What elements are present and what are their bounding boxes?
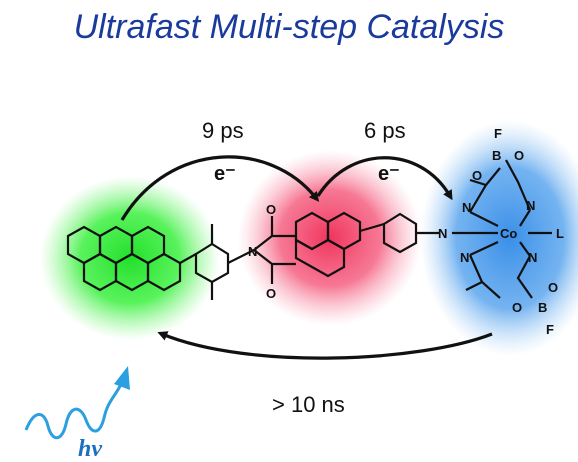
- perylene-glow: [40, 176, 220, 340]
- back-transfer-time: > 10 ns: [272, 392, 345, 417]
- oxygen-top-right: O: [514, 148, 524, 163]
- oxygen-top-left: O: [472, 168, 482, 183]
- transfer-carrier-1: e⁻: [214, 163, 236, 185]
- oxygen-bottom-right: O: [548, 280, 558, 295]
- perylene-structure: [66, 225, 197, 292]
- naphthalimide-glow: [238, 150, 422, 326]
- light-wave: [24, 381, 124, 440]
- pyridine-ring: [382, 212, 440, 254]
- transfer-time-2: 6 ps: [364, 118, 406, 143]
- light-wave-arrowhead: [114, 366, 130, 390]
- cobaloxime-nitrogen-3: N: [460, 250, 469, 265]
- excitation-label: hν: [78, 436, 102, 462]
- imide-oxygen-bottom: O: [266, 286, 276, 301]
- naphthalimide-structure: [253, 211, 385, 284]
- pyridine-nitrogen: N: [438, 226, 447, 241]
- fluorine-bottom: F: [546, 322, 554, 337]
- cobaloxime-nitrogen-4: N: [528, 250, 537, 265]
- transfer-carrier-2: e⁻: [378, 163, 400, 185]
- axial-ligand: L: [556, 226, 564, 241]
- page-title: Ultrafast Multi-step Catalysis: [73, 8, 505, 46]
- fluorine-top: F: [494, 126, 502, 141]
- cobaloxime-nitrogen-2: N: [526, 198, 535, 213]
- imide-oxygen-top: O: [266, 202, 276, 217]
- transfer-time-1: 9 ps: [202, 118, 244, 143]
- transfer-arrow-2: [316, 156, 453, 201]
- boron-top: B: [492, 148, 501, 163]
- xylyl-bridge: [194, 224, 255, 300]
- oxygen-bottom-left: O: [512, 300, 522, 315]
- cobaloxime-nitrogen-1: N: [462, 200, 471, 215]
- cobaloxime-structure: [452, 159, 552, 299]
- cobaloxime-glow: [420, 120, 578, 356]
- cobalt-center: Co: [500, 226, 517, 241]
- boron-bottom: B: [538, 300, 547, 315]
- transfer-arrow-1: [120, 155, 320, 221]
- back-transfer-arrow: [157, 331, 493, 360]
- imide-nitrogen: N: [248, 244, 257, 259]
